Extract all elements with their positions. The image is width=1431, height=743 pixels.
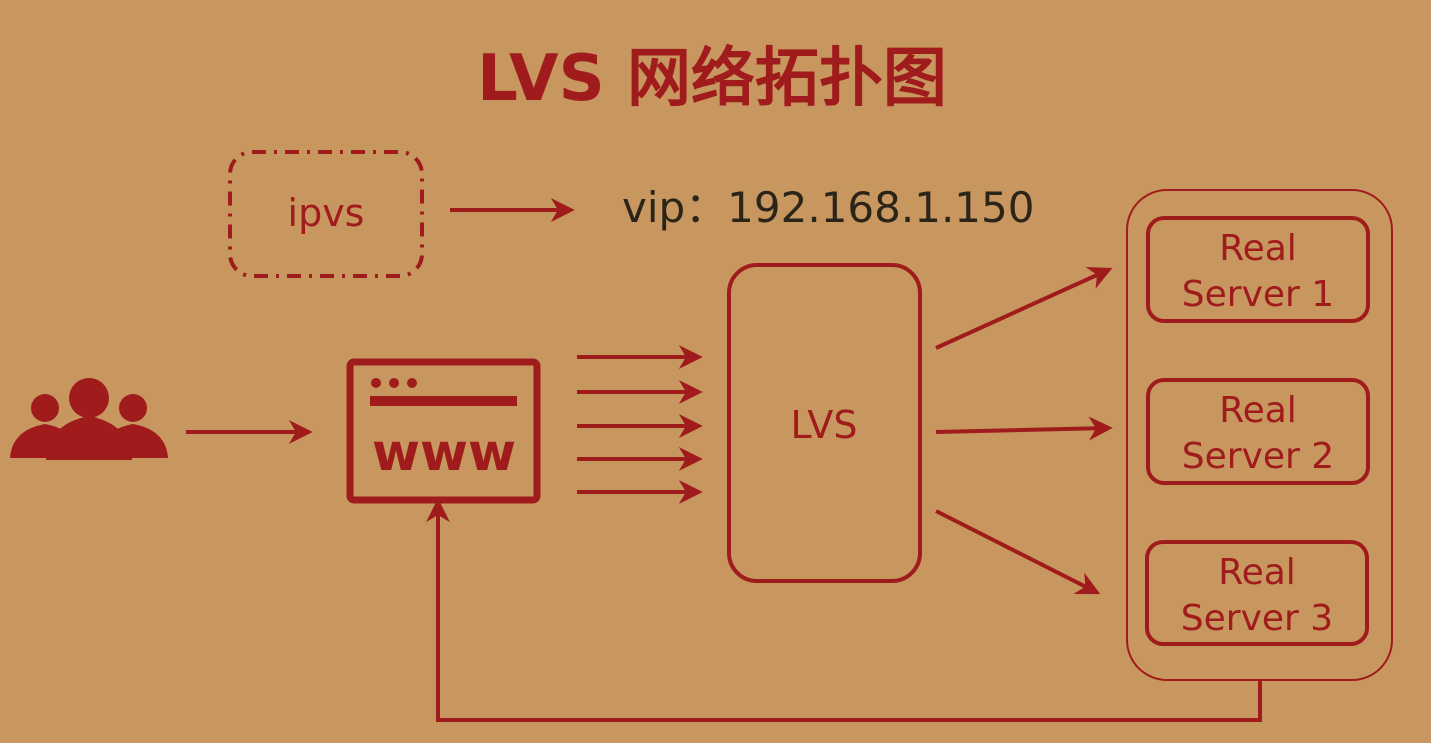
lvs-to-servers-arrows [935,267,1113,595]
browser-to-lvs-arrows [577,345,703,504]
lvs-node: LVS [727,263,922,583]
users-icon [10,378,168,460]
real-server-2: Real Server 2 [1146,378,1370,485]
vip-address: vip：192.168.1.150 [622,183,1034,232]
browser-window-icon: www [346,358,541,504]
lvs-label: LVS [790,403,857,447]
server-3-line1: Real [1218,552,1296,593]
server-1-line2: Server 1 [1182,274,1334,315]
real-server-1: Real Server 1 [1146,216,1370,323]
server-1-line1: Real [1219,228,1297,269]
browser-label: www [372,423,516,483]
ipvs-node: ipvs [228,150,424,278]
server-2-line2: Server 2 [1182,436,1334,477]
server-2-line1: Real [1219,390,1297,431]
return-path-arrow [426,498,1262,722]
real-server-3: Real Server 3 [1145,540,1369,646]
ipvs-label: ipvs [288,191,365,235]
server-3-line2: Server 3 [1181,598,1333,639]
diagram-title: LVS 网络拓扑图 [477,42,947,116]
